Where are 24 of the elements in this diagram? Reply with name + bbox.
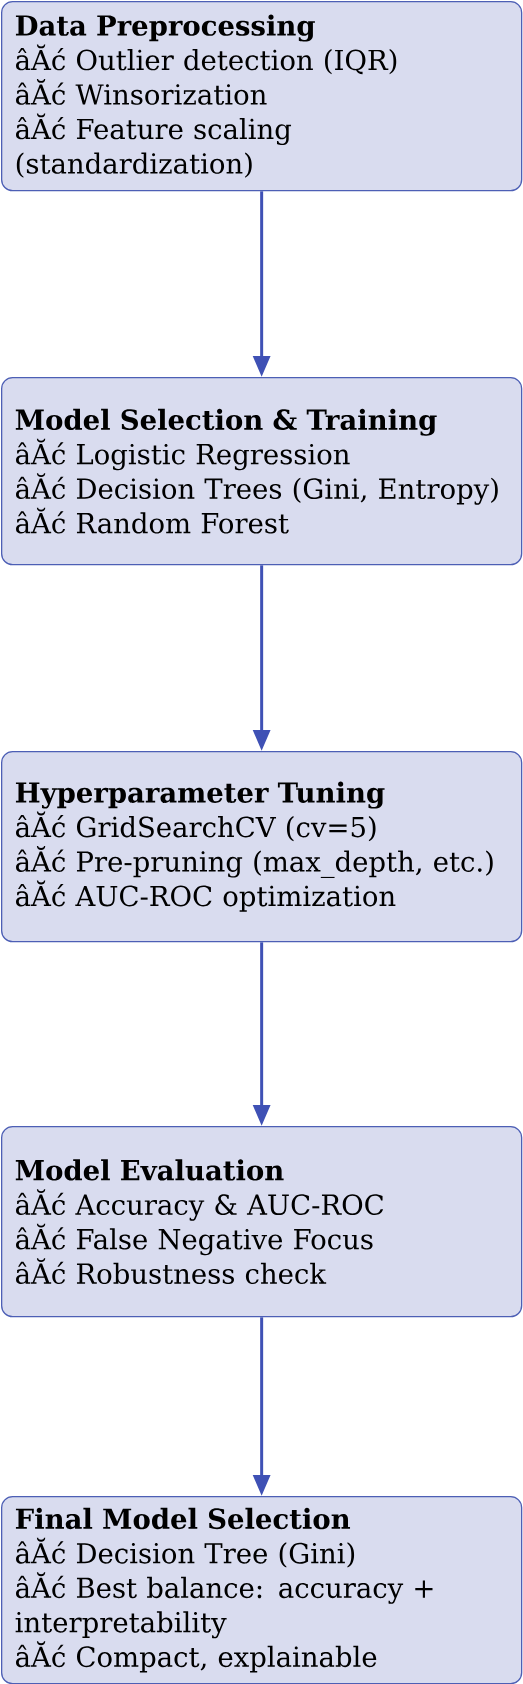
bullet-text: âĂć Logistic Regression xyxy=(16,438,350,471)
box-title: Model Selection & Training xyxy=(15,408,437,436)
bullet-text: âĂć AUC-ROC optimization xyxy=(16,880,396,912)
process-box xyxy=(1,377,523,566)
bullet-text: âĂć Robustness check xyxy=(16,1258,327,1285)
process-box xyxy=(1,1496,523,1684)
bullet-text: âĂć Pre-pruning (max_depth, etc.) xyxy=(16,846,493,878)
bullet-text: âĂć GridSearchCV (cv=5) xyxy=(16,811,376,842)
process-box xyxy=(1,751,523,943)
bullet-text: âĂć Compact, explainable xyxy=(16,1641,377,1673)
box-title: Final Model Selection xyxy=(15,1507,351,1530)
process-box xyxy=(1,1126,523,1318)
box-title: Data Preprocessing xyxy=(15,14,315,42)
bullet-text: âĂć Accuracy & AUC-ROC xyxy=(16,1189,384,1221)
bullet-text: âĂć Feature scaling (standardization) xyxy=(16,113,292,178)
process-box xyxy=(1,1,523,192)
bullet-text: âĂć False Negative Focus xyxy=(16,1223,373,1256)
bullet-text: âĂć Random Forest xyxy=(16,507,289,534)
box-title: Hyperparameter Tuning xyxy=(15,781,385,809)
bullet-text: âĂć Decision Tree (Gini) xyxy=(16,1537,355,1568)
box-title: Model Evaluation xyxy=(15,1159,284,1181)
bullet-text: âĂć Decision Trees (Gini, Entropy) xyxy=(16,473,498,505)
bullet-text: âĂć Outlier detection (IQR) xyxy=(16,44,397,75)
bullet-text: âĂć Winsorization xyxy=(16,79,267,105)
